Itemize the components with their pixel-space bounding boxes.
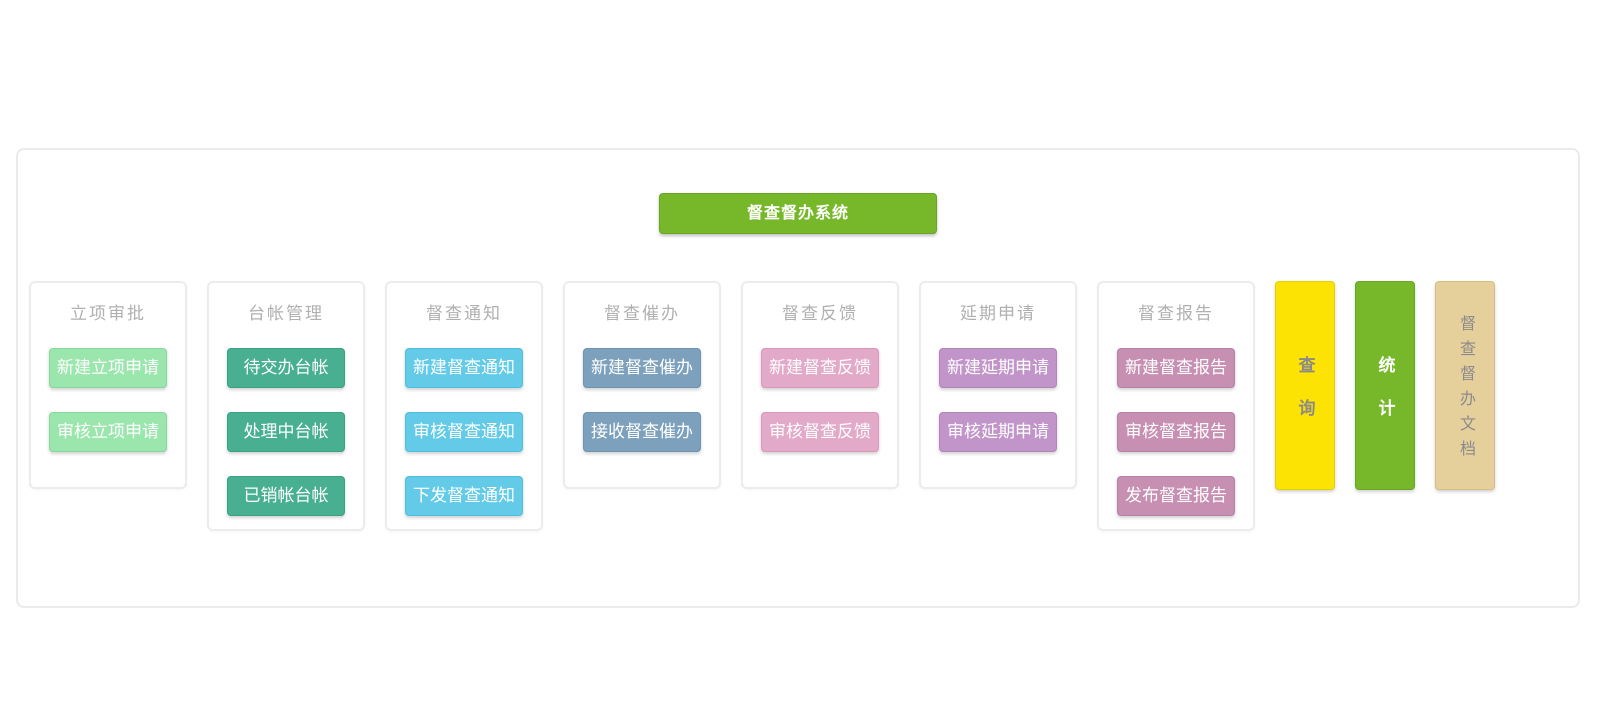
review-supervision-feedback-button[interactable]: 审核督查反馈 [761,412,879,452]
query-button[interactable]: 查询 [1275,281,1335,490]
new-supervision-feedback-button[interactable]: 新建督查反馈 [761,348,879,388]
review-extension-request-button[interactable]: 审核延期申请 [939,412,1057,452]
pending-assignment-ledger-button[interactable]: 待交办台帐 [227,348,345,388]
publish-supervision-report-button[interactable]: 发布督查报告 [1117,476,1235,516]
section-title: 立项审批 [70,304,146,323]
review-project-application-button[interactable]: 审核立项申请 [49,412,167,452]
section-supervision-report: 督查报告 新建督查报告 审核督查报告 发布督查报告 [1097,281,1255,531]
in-process-ledger-button[interactable]: 处理中台帐 [227,412,345,452]
section-title: 督查催办 [604,304,680,323]
section-supervision-feedback: 督查反馈 新建督查反馈 审核督查反馈 [741,281,899,489]
statistics-button[interactable]: 统计 [1355,281,1415,490]
closed-ledger-button[interactable]: 已销帐台帐 [227,476,345,516]
review-supervision-notice-button[interactable]: 审核督查通知 [405,412,523,452]
section-project-approval: 立项审批 新建立项申请 审核立项申请 [29,281,187,489]
new-supervision-notice-button[interactable]: 新建督查通知 [405,348,523,388]
new-project-application-button[interactable]: 新建立项申请 [49,348,167,388]
new-extension-request-button[interactable]: 新建延期申请 [939,348,1057,388]
new-supervision-report-button[interactable]: 新建督查报告 [1117,348,1235,388]
section-ledger-management: 台帐管理 待交办台帐 处理中台帐 已销帐台帐 [207,281,365,531]
section-title: 督查通知 [426,304,502,323]
receive-supervision-reminder-button[interactable]: 接收督查催办 [583,412,701,452]
new-supervision-reminder-button[interactable]: 新建督查催办 [583,348,701,388]
module-columns: 立项审批 新建立项申请 审核立项申请 台帐管理 待交办台帐 处理中台帐 已销帐台… [29,281,1578,531]
section-extension-request: 延期申请 新建延期申请 审核延期申请 [919,281,1077,489]
section-supervision-reminder: 督查催办 新建督查催办 接收督查催办 [563,281,721,489]
section-supervision-notice: 督查通知 新建督查通知 审核督查通知 下发督查通知 [385,281,543,531]
section-title: 督查反馈 [782,304,858,323]
issue-supervision-notice-button[interactable]: 下发督查通知 [405,476,523,516]
system-title-button[interactable]: 督查督办系统 [659,193,937,234]
section-title: 督查报告 [1138,304,1214,323]
section-title: 延期申请 [960,304,1036,323]
main-panel: 督查督办系统 立项审批 新建立项申请 审核立项申请 台帐管理 待交办台帐 处理中… [16,148,1580,608]
review-supervision-report-button[interactable]: 审核督查报告 [1117,412,1235,452]
section-title: 台帐管理 [248,304,324,323]
supervision-documents-button[interactable]: 督查督办文档 [1435,281,1495,490]
